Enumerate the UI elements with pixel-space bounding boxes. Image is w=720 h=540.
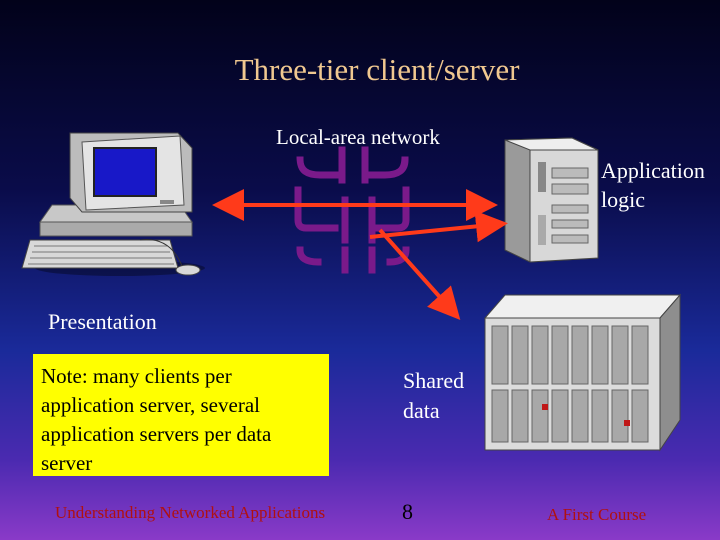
note-line: application servers per data bbox=[41, 422, 272, 446]
network-symbol-icon bbox=[294, 146, 410, 274]
note-line: Note: many clients per bbox=[41, 364, 232, 388]
note-box: Note: many clients per application serve… bbox=[33, 354, 329, 476]
network-arrows bbox=[212, 189, 508, 320]
shared-data-label: Shared data bbox=[403, 366, 483, 426]
note-line: application server, several bbox=[41, 393, 260, 417]
shared-data-line: Shared bbox=[403, 368, 465, 393]
application-logic-label: Application logic bbox=[601, 156, 719, 214]
data-link-arrow bbox=[378, 228, 461, 320]
lan-label: Local-area network bbox=[276, 125, 440, 149]
tower-server-icon bbox=[504, 137, 599, 263]
note-line: server bbox=[41, 451, 93, 475]
footer-course-title: Understanding Networked Applications bbox=[55, 503, 326, 522]
desktop-computer-icon bbox=[21, 132, 205, 276]
presentation-label: Presentation bbox=[48, 309, 157, 334]
app-link-arrow bbox=[369, 210, 508, 243]
shared-data-line: data bbox=[403, 398, 440, 423]
footer-subtitle: A First Course bbox=[547, 505, 647, 524]
mainframe-server-icon bbox=[483, 293, 682, 452]
application-logic-line: Application bbox=[601, 158, 705, 183]
application-logic-line: logic bbox=[601, 187, 645, 212]
page-number: 8 bbox=[402, 499, 413, 524]
slide-title: Three-tier client/server bbox=[234, 52, 520, 87]
